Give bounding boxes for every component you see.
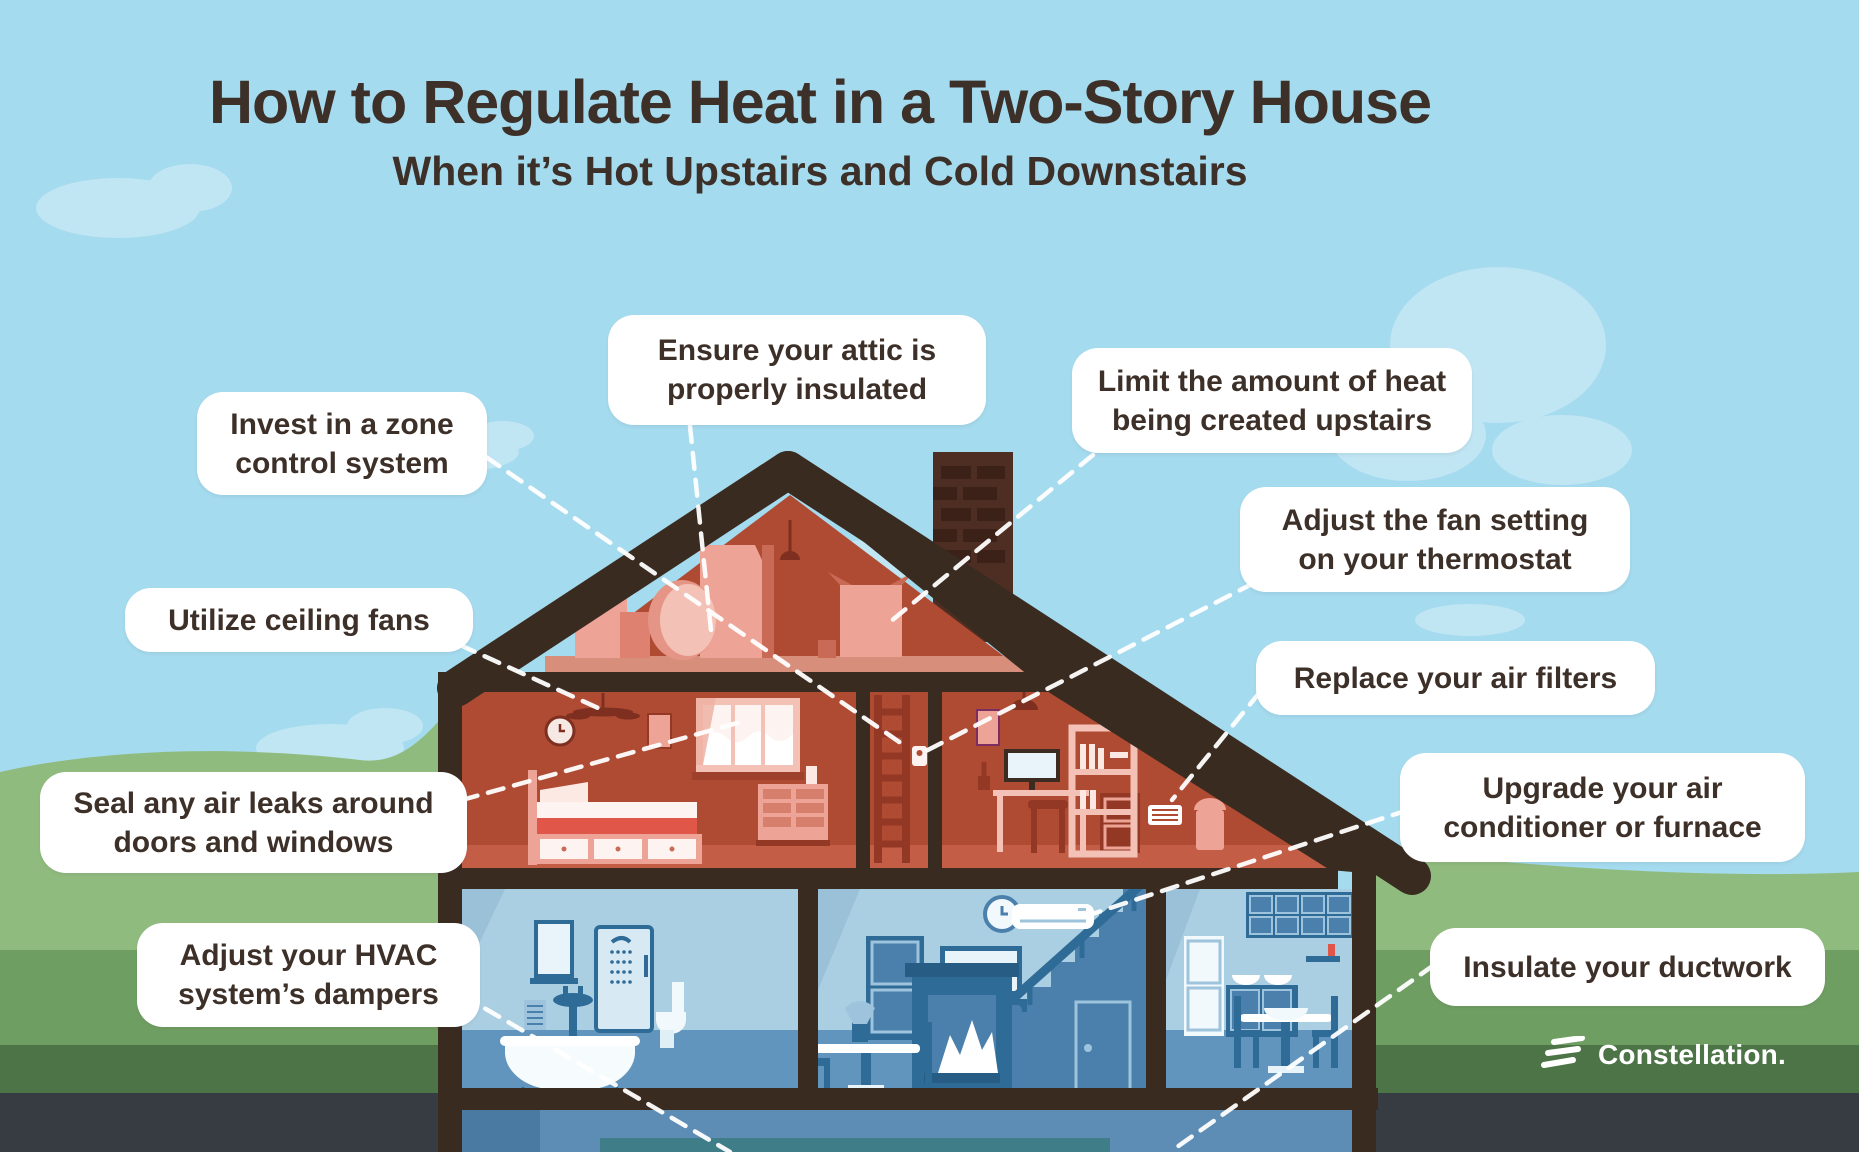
- constellation-logo: Constellation.: [1540, 1036, 1786, 1074]
- line-replace-filters: [1169, 689, 1263, 803]
- table-plant: [852, 1022, 868, 1042]
- dresser: [756, 766, 830, 846]
- callout-text: control system: [235, 446, 449, 480]
- upper-cabinets: [1246, 892, 1356, 938]
- office: [976, 691, 1226, 858]
- house: [437, 451, 1431, 1152]
- line-insulate-duct: [1167, 962, 1437, 1152]
- shower: [594, 925, 654, 1033]
- living-kitchen-wall: [1146, 889, 1166, 1090]
- callout-text: properly insulated: [666, 373, 928, 406]
- callout-text: conditioner or furnace: [1443, 810, 1762, 844]
- attic-lamp: [780, 520, 800, 560]
- callout-limit-heat: Limit the amount of heat being created u…: [1072, 348, 1472, 453]
- ac-unit: [1012, 904, 1094, 929]
- bedroom-picture: [647, 713, 672, 749]
- callout-text: Adjust the fan setting: [1281, 503, 1589, 537]
- callout-utilize-fans: Utilize ceiling fans: [125, 588, 473, 652]
- bedroom-window: [692, 698, 804, 780]
- toilet: [656, 982, 686, 1048]
- bookshelf: [1068, 724, 1138, 858]
- line-utilize-fans: [457, 642, 601, 711]
- callout-text: Insulate your ductwork: [1463, 950, 1792, 984]
- line-limit-heat: [887, 452, 1096, 625]
- constellation-flag-icon: [1541, 1036, 1585, 1068]
- hallway: [874, 695, 927, 863]
- kitchen-shelf: [1306, 944, 1340, 962]
- callout-text: Upgrade your air: [1482, 771, 1723, 805]
- callout-text: system’s dampers: [178, 978, 439, 1011]
- dresser-lamp: [806, 766, 817, 784]
- callout-text: Invest in a zone: [230, 407, 454, 441]
- callout-text: on your thermostat: [1298, 542, 1572, 576]
- hall-office-wall: [928, 691, 942, 871]
- trash-can: [1194, 798, 1226, 850]
- line-seal-leaks: [459, 717, 751, 803]
- line-adjust-fan: [921, 580, 1257, 755]
- callout-adjust-fan: Adjust the fan setting on your thermosta…: [1240, 487, 1630, 592]
- frame: [438, 672, 1378, 1152]
- connector-lines: [457, 423, 1437, 1152]
- office-desk: [978, 749, 1089, 852]
- callout-text: Replace your air filters: [1293, 661, 1618, 695]
- page-subtitle: When it’s Hot Upstairs and Cold Downstai…: [392, 148, 1248, 195]
- bed: [528, 770, 702, 865]
- bedroom: [528, 693, 830, 865]
- callout-insulate-duct: Insulate your ductwork: [1430, 928, 1825, 1006]
- callout-replace-filters: Replace your air filters: [1256, 641, 1655, 715]
- callout-text: Utilize ceiling fans: [168, 603, 430, 637]
- second-floor-slab: [438, 868, 1338, 889]
- office-picture: [976, 709, 1000, 746]
- kitchen-right-wall: [1352, 850, 1376, 1152]
- line-adjust-hvac: [459, 992, 733, 1152]
- line-upgrade-ac: [1077, 807, 1411, 921]
- callout-text: being created upstairs: [1111, 403, 1433, 437]
- callout-invest-zone: Invest in a zone control system: [197, 392, 487, 495]
- fridge: [1184, 936, 1224, 1036]
- line-invest-zone: [483, 454, 911, 751]
- page-title: How to Regulate Heat in a Two-Story Hous…: [208, 68, 1432, 136]
- towel-ring: [524, 1000, 546, 1030]
- kitchen: [1184, 892, 1356, 1073]
- brand-name: Constellation.: [1598, 1039, 1786, 1070]
- bath-living-wall: [798, 889, 818, 1090]
- roof: [437, 451, 1431, 895]
- chair: [925, 1022, 932, 1088]
- bathroom: [500, 920, 686, 1104]
- bedroom-hall-wall: [856, 691, 870, 871]
- callout-seal-leaks: Seal any air leaks around doors and wind…: [40, 772, 467, 873]
- callout-ensure-attic: Ensure your attic is properly insulated: [608, 315, 986, 425]
- first-floor-slab: [438, 1088, 1378, 1110]
- title-block: How to Regulate Heat in a Two-Story Hous…: [0, 70, 1640, 195]
- callout-text: Ensure your attic is: [657, 334, 937, 367]
- ceiling-fan: [566, 693, 640, 720]
- callout-text: Seal any air leaks around: [73, 786, 434, 820]
- understairs-door: [1074, 1000, 1132, 1092]
- air-vent: [1148, 805, 1182, 825]
- basement-duct: [600, 1138, 1110, 1152]
- kitchen-table: [1234, 996, 1338, 1073]
- attic-floor-joist: [450, 672, 1050, 692]
- fireplace: [905, 963, 1019, 1090]
- callout-text: Adjust your HVAC: [179, 939, 438, 972]
- stool: [1028, 800, 1068, 853]
- callout-upgrade-ac: Upgrade your air conditioner or furnace: [1400, 753, 1805, 862]
- office-plant: [978, 776, 990, 790]
- callout-text: Limit the amount of heat: [1097, 364, 1447, 398]
- pedestal-sink: [553, 986, 593, 1036]
- line-ensure-attic: [687, 423, 715, 643]
- callout-adjust-hvac: Adjust your HVAC system’s dampers: [137, 923, 480, 1027]
- first-floor: [450, 876, 1365, 1104]
- callout-text: doors and windows: [113, 825, 394, 859]
- bathroom-mirror: [534, 920, 574, 978]
- left-wall: [438, 672, 462, 1152]
